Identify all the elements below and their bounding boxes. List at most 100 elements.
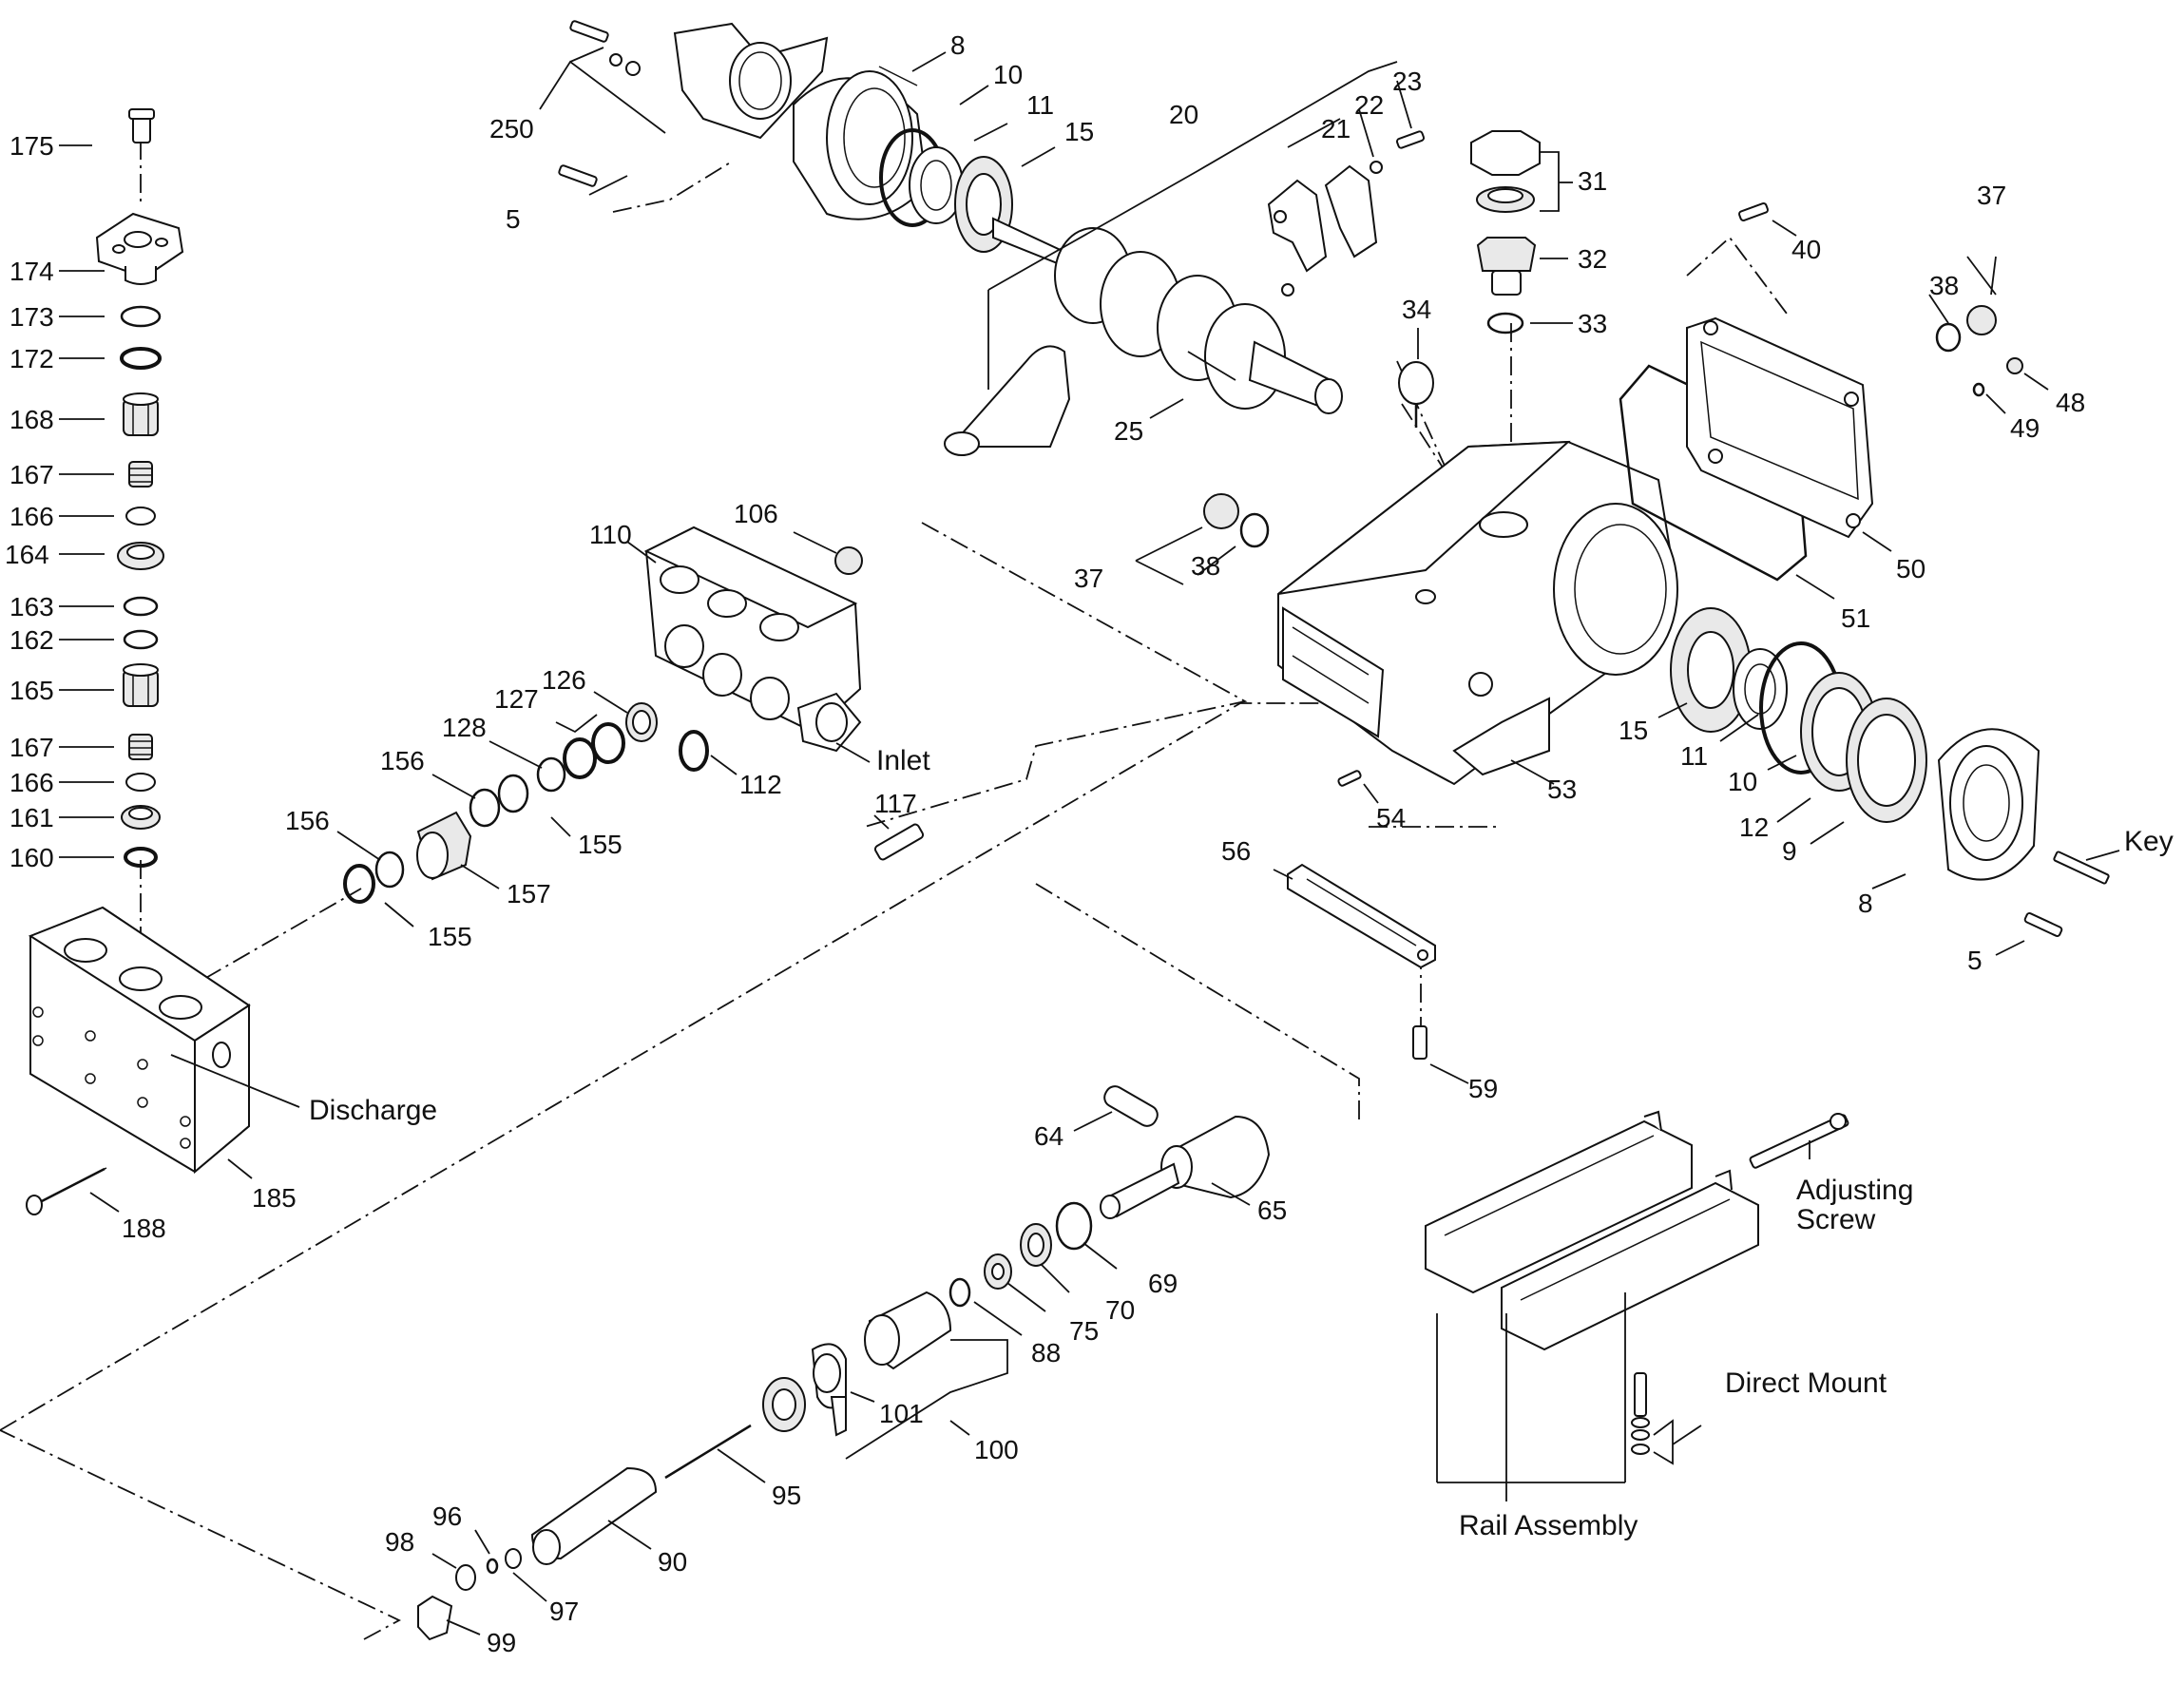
part-165-valve-cage: [123, 663, 159, 707]
part-164-valve-seat: [117, 542, 164, 570]
discharge-label: Discharge: [309, 1095, 437, 1126]
part-98-washer: [455, 1564, 476, 1591]
callout-53: 53: [1547, 775, 1577, 804]
callout-5: 5: [506, 204, 521, 234]
part-90-plunger: [530, 1466, 658, 1565]
callout-155: 155: [578, 830, 623, 859]
adjusting-screw-label-line2: Screw: [1796, 1204, 1876, 1235]
callout-10: 10: [993, 60, 1023, 89]
part-75-washer: [984, 1253, 1012, 1290]
part-34-eye-bolt: [1398, 361, 1434, 428]
part-37-plug-right: [1966, 305, 1997, 335]
callout-172: 172: [10, 344, 54, 373]
key-label: Key: [2124, 826, 2174, 857]
callout-167: 167: [10, 460, 54, 489]
callout-31: 31: [1578, 166, 1607, 196]
callout-160: 160: [10, 843, 54, 872]
callout-117: 117: [874, 789, 917, 818]
part-155-o-ring-b: [343, 864, 375, 904]
callout-8: 8: [1858, 889, 1873, 918]
part-9-shim: [1846, 698, 1927, 823]
callout-106: 106: [734, 499, 778, 528]
part-155-o-ring-a: [497, 774, 529, 813]
part-160-o-ring: [124, 847, 158, 868]
callout-70: 70: [1105, 1295, 1135, 1325]
callout-99: 99: [487, 1628, 516, 1657]
part-110-manifold-head: [643, 526, 862, 753]
callout-numbers: 175 174 173 172 168 167 166 164 163 162 …: [5, 30, 2085, 1657]
part-117-cap-screw: [873, 823, 925, 861]
part-49-o-ring: [1972, 382, 1985, 397]
part-162-o-ring: [123, 629, 159, 650]
assembly-centerlines: [0, 141, 1788, 1640]
part-11-oil-seal-right: [1733, 648, 1788, 730]
adjusting-screw-label-line1: Adjusting: [1796, 1175, 1913, 1206]
callout-49: 49: [2010, 413, 2040, 443]
callout-163: 163: [10, 592, 54, 622]
part-seal-retainer-250-group: [558, 20, 829, 187]
callout-11: 11: [1026, 90, 1054, 120]
part-key: [2053, 851, 2110, 885]
callout-54: 54: [1376, 803, 1406, 832]
callout-23: 23: [1392, 67, 1422, 96]
part-38-washer-right: [1935, 322, 1962, 353]
callout-51: 51: [1841, 603, 1870, 633]
part-38-washer-left: [1239, 512, 1270, 548]
part-20-connecting-rod: [944, 164, 1378, 456]
part-101-sleeve: [864, 1291, 952, 1370]
callout-127: 127: [494, 684, 539, 714]
callout-166: 166: [10, 768, 54, 797]
part-106-o-ring: [834, 546, 863, 575]
callout-22: 22: [1354, 90, 1384, 120]
part-166-valve-b: [125, 773, 156, 792]
callout-65: 65: [1257, 1195, 1287, 1225]
part-8-bearing-cover-left: [793, 66, 929, 220]
callout-40: 40: [1791, 235, 1821, 264]
callout-37: 37: [1977, 181, 2006, 210]
callout-38: 38: [1191, 551, 1220, 581]
part-37-plug-left: [1203, 493, 1239, 529]
callout-161: 161: [10, 803, 54, 832]
part-65-crosshead: [1100, 1115, 1271, 1219]
callout-48: 48: [2056, 388, 2085, 417]
callout-96: 96: [432, 1501, 462, 1531]
part-32-breather: [1476, 237, 1537, 296]
part-88-ring: [948, 1277, 971, 1308]
callout-11: 11: [1680, 741, 1708, 771]
callout-155: 155: [428, 922, 472, 951]
part-53-crankcase: [1277, 440, 1678, 786]
direct-mount-label: Direct Mount: [1725, 1367, 1887, 1399]
callout-175: 175: [10, 131, 54, 161]
part-172-o-ring: [120, 347, 162, 370]
part-174-valve-cover: [95, 212, 184, 285]
part-64-pin: [1103, 1085, 1159, 1127]
part-161-valve-seat: [121, 805, 161, 830]
callout-37: 37: [1074, 564, 1103, 593]
callout-88: 88: [1031, 1338, 1061, 1367]
callout-157: 157: [507, 879, 551, 908]
callout-20: 20: [1169, 100, 1198, 129]
part-167-spring-b: [128, 734, 153, 760]
part-51-gasket: [1619, 364, 1808, 582]
callout-15: 15: [1619, 716, 1648, 745]
part-59-bolt: [1412, 1025, 1427, 1060]
part-5-bolt-right: [2023, 912, 2063, 937]
callout-100: 100: [974, 1435, 1019, 1464]
part-95-stud: [664, 1424, 752, 1480]
part-156-backup-ring-b: [374, 851, 405, 889]
part-188-long-bolt: [26, 1167, 107, 1215]
callout-168: 168: [10, 405, 54, 434]
discharge-valve-stack: [95, 108, 184, 868]
text-labels: Inlet Discharge Key Adjusting Screw Dire…: [309, 745, 2174, 1541]
callout-156: 156: [380, 746, 425, 775]
callout-38: 38: [1929, 271, 1959, 300]
part-156-backup-ring-a: [469, 788, 501, 828]
callout-165: 165: [10, 676, 54, 705]
callout-101: 101: [879, 1399, 924, 1428]
callout-21: 21: [1321, 114, 1351, 143]
callout-128: 128: [442, 713, 487, 742]
rail-assembly: [1425, 1110, 1849, 1455]
part-128-spacer: [536, 756, 566, 793]
callout-164: 164: [5, 540, 49, 569]
